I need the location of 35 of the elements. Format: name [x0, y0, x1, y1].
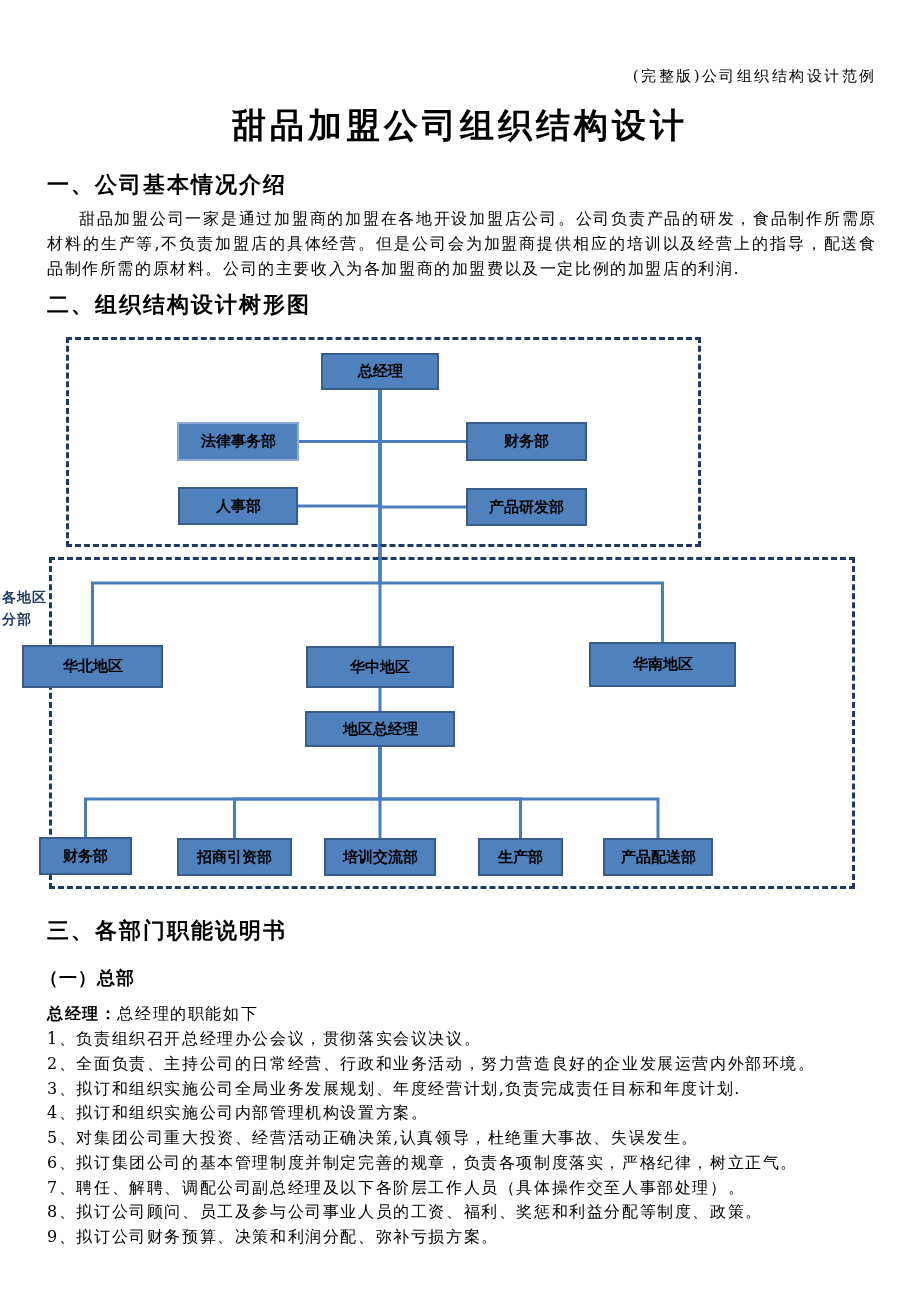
- org-chart-box: 生产部: [478, 838, 563, 876]
- section-heading: 一、公司基本情况介绍: [47, 171, 287, 199]
- org-chart-box: 总经理: [321, 353, 439, 390]
- connector-line: [378, 747, 660, 838]
- list-item: 2、全面负责、主持公司的日常经营、行政和业务活动，努力营造良好的企业发展运营内外部环境。: [47, 1053, 816, 1075]
- org-chart-box: 产品配送部: [603, 838, 713, 876]
- org-chart-box: 财务部: [39, 837, 132, 875]
- group-label: 各地区分部: [2, 588, 48, 629]
- org-chart-box: 华北地区: [22, 645, 163, 688]
- org-chart-box: 招商引资部: [177, 838, 292, 876]
- connector-line: [378, 688, 382, 711]
- section-heading: 二、组织结构设计树形图: [47, 291, 311, 319]
- subsection-heading: （一）总部: [40, 966, 135, 990]
- org-chart-box: 华中地区: [306, 646, 454, 688]
- org-chart-box: 财务部: [466, 422, 587, 461]
- org-chart-box: 法律事务部: [177, 422, 299, 461]
- list-item: 1、负责组织召开总经理办公会议，贯彻落实会议决议。: [47, 1028, 482, 1050]
- list-item: 3、拟订和组织实施公司全局业务发展规划、年度经营计划,负责完成责任目标和年度计划.: [47, 1078, 741, 1100]
- org-chart-box: 华南地区: [589, 642, 736, 687]
- list-item: 9、拟订公司财务预算、决策和利润分配、弥补亏损方案。: [47, 1226, 499, 1248]
- paragraph: 甜品加盟公司一家是通过加盟商的加盟在各地开设加盟店公司。公司负责产品的研发，食品制作所需原材料的生产等,不负责加盟店的具体经营。但是公司会为加盟商提供相应的培训以及经营上的指导，配送食品制作所需的原材料。公司的主要收入为各加盟商的加盟费以及一定比例的加盟店的利润.: [47, 208, 877, 280]
- paragraph: 总经理：总经理的职能如下: [47, 1003, 259, 1025]
- document-title: 甜品加盟公司组织结构设计: [232, 104, 688, 147]
- list-item: 5、对集团公司重大投资、经营活动正确决策,认真领导，杜绝重大事故、失误发生。: [47, 1127, 700, 1149]
- list-item: 8、拟订公司顾问、员工及参与公司事业人员的工资、福利、奖惩和利益分配等制度、政策。: [47, 1201, 763, 1223]
- org-chart-box: 地区总经理: [305, 711, 455, 747]
- list-item: 7、聘任、解聘、调配公司副总经理及以下各阶层工作人员（具体操作交至人事部处理）。: [47, 1177, 746, 1199]
- dashed-frame: [66, 337, 701, 547]
- org-chart-box: 产品研发部: [466, 488, 587, 526]
- page-header: (完整版)公司组织结构设计范例: [632, 66, 877, 86]
- list-item: 6、拟订集团公司的基本管理制度并制定完善的规章，负责各项制度落实，严格纪律，树立正气。: [47, 1152, 798, 1174]
- org-chart-box: 人事部: [178, 487, 298, 525]
- section-heading: 三、各部门职能说明书: [47, 917, 287, 945]
- list-item: 4、拟订和组织实施公司内部管理机构设置方案。: [47, 1102, 429, 1124]
- org-chart-box: 培训交流部: [324, 838, 436, 876]
